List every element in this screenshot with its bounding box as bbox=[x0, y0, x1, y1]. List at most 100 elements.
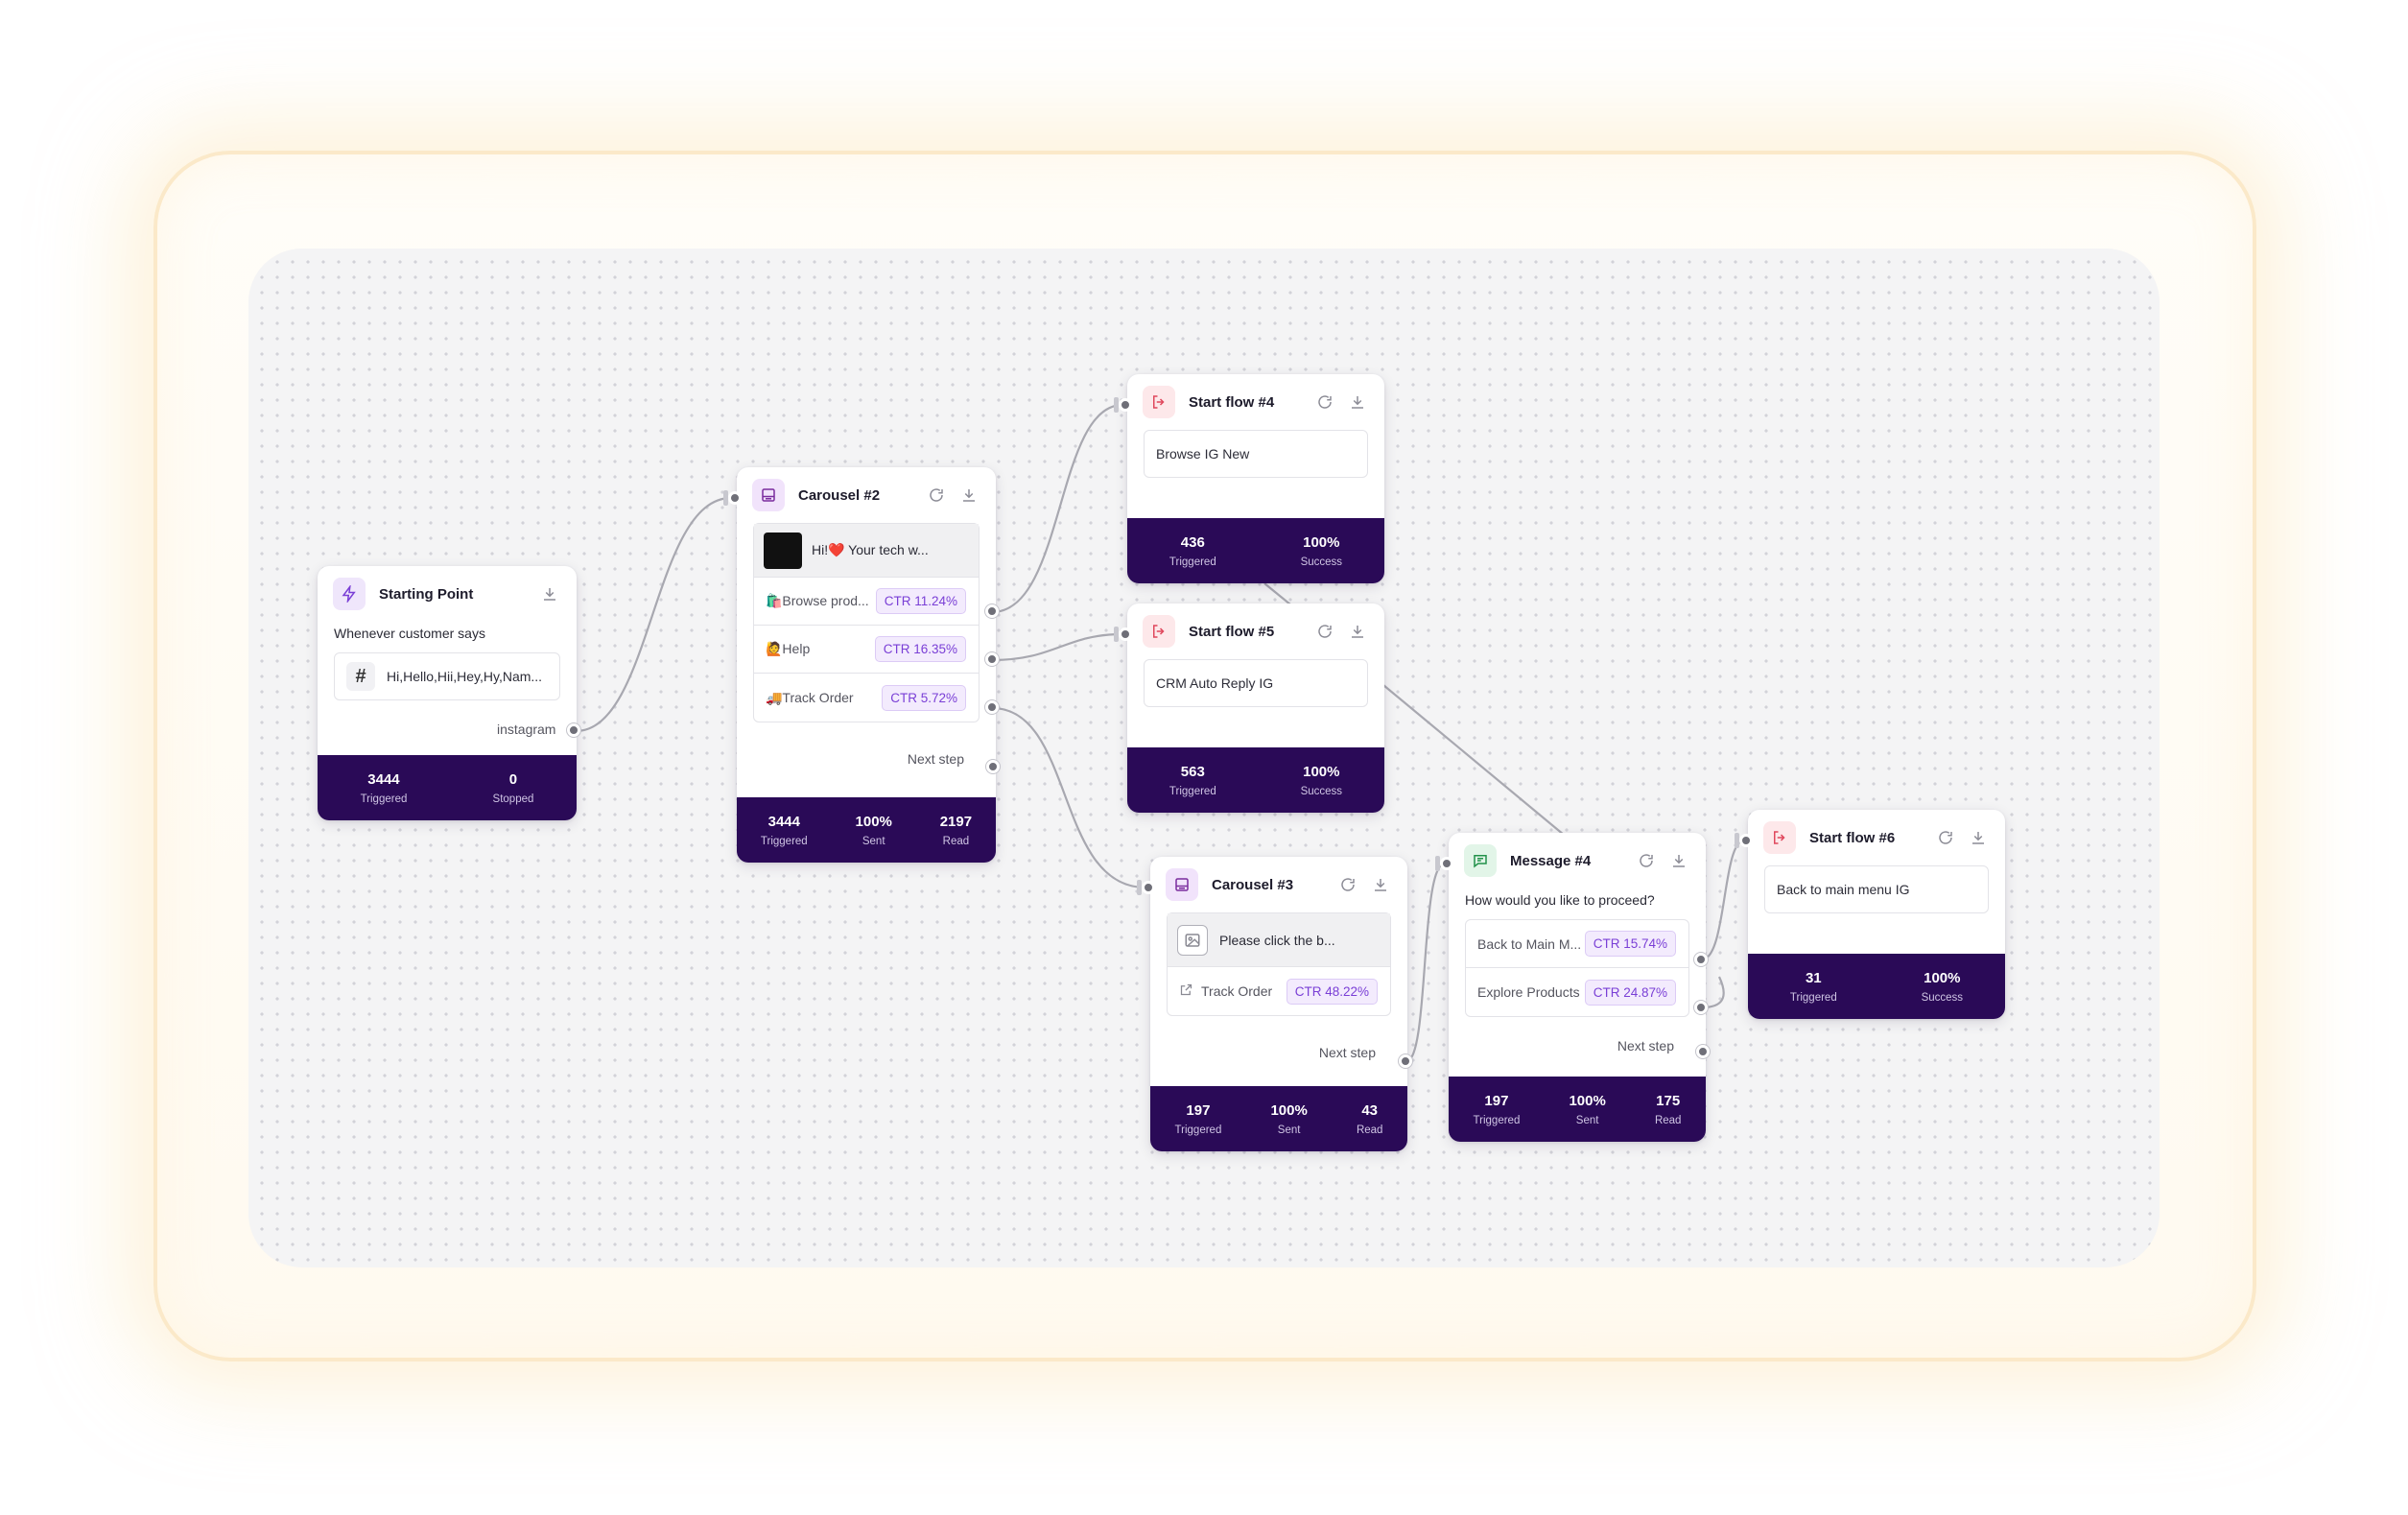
option-row[interactable]: 🛍️Browse prod... CTR 11.24% bbox=[754, 578, 979, 626]
refresh-icon[interactable] bbox=[1637, 851, 1656, 870]
refresh-icon[interactable] bbox=[1315, 622, 1334, 641]
stat-label: Triggered bbox=[1169, 556, 1216, 568]
download-icon[interactable] bbox=[540, 584, 559, 604]
stat-label: Stopped bbox=[492, 793, 534, 805]
download-icon[interactable] bbox=[1669, 851, 1688, 870]
input-port[interactable] bbox=[1735, 833, 1754, 848]
preview-text: Hi!❤️ Your tech w... bbox=[812, 542, 929, 557]
download-icon[interactable] bbox=[1969, 828, 1988, 847]
input-port[interactable] bbox=[1435, 856, 1454, 871]
refresh-icon[interactable] bbox=[1338, 875, 1357, 894]
message-4-node[interactable]: Message #4 How would you like to proceed… bbox=[1449, 833, 1706, 1142]
stat-label: Sent bbox=[1575, 1114, 1599, 1126]
stat-value: 100% bbox=[1303, 533, 1340, 551]
node-title: Start flow #5 bbox=[1189, 623, 1275, 640]
node-title: Carousel #2 bbox=[798, 486, 881, 504]
option-label: Back to Main M... bbox=[1477, 935, 1582, 952]
exit-arrow-icon bbox=[1763, 821, 1796, 854]
output-port[interactable] bbox=[1694, 953, 1708, 966]
download-icon[interactable] bbox=[1348, 392, 1367, 412]
stat-label: Success bbox=[1300, 556, 1343, 568]
option-row[interactable]: Track Order CTR 48.22% bbox=[1168, 967, 1390, 1015]
option-label: 🙋Help bbox=[766, 641, 811, 656]
carousel-preview[interactable]: Please click the b... bbox=[1168, 913, 1390, 967]
option-label: Explore Products bbox=[1477, 984, 1580, 1000]
next-step-label: Next step bbox=[1617, 1038, 1674, 1053]
next-step-label: Next step bbox=[1318, 1045, 1376, 1060]
node-title: Carousel #3 bbox=[1212, 876, 1294, 893]
next-step-port[interactable] bbox=[1696, 1045, 1710, 1058]
refresh-icon[interactable] bbox=[1936, 828, 1955, 847]
stat-value: 175 bbox=[1656, 1092, 1681, 1109]
option-row[interactable]: 🙋Help CTR 16.35% bbox=[754, 626, 979, 674]
option-row[interactable]: Back to Main M... CTR 15.74% bbox=[1466, 920, 1688, 968]
input-port[interactable] bbox=[1114, 397, 1133, 413]
stat-label: Read bbox=[1654, 1114, 1682, 1126]
next-step-port[interactable] bbox=[986, 760, 1000, 773]
refresh-icon[interactable] bbox=[927, 485, 946, 505]
input-port[interactable] bbox=[1137, 880, 1156, 895]
download-icon[interactable] bbox=[959, 485, 979, 505]
option-row[interactable]: 🚚Track Order CTR 5.72% bbox=[754, 674, 979, 722]
next-step-label: Next step bbox=[907, 751, 964, 767]
carousel-icon bbox=[752, 479, 785, 511]
output-port[interactable] bbox=[567, 723, 580, 737]
stat-value: 3444 bbox=[367, 770, 400, 788]
chat-bubble-icon bbox=[1464, 844, 1497, 877]
download-icon[interactable] bbox=[1348, 622, 1367, 641]
stat-value: 100% bbox=[1303, 763, 1340, 780]
flow-select[interactable]: CRM Auto Reply IG bbox=[1144, 659, 1368, 707]
external-link-icon bbox=[1179, 982, 1193, 1000]
refresh-icon[interactable] bbox=[1315, 392, 1334, 412]
starting-point-node[interactable]: Starting Point Whenever customer says # … bbox=[318, 566, 577, 820]
stat-value: 100% bbox=[1569, 1092, 1606, 1109]
option-row[interactable]: Explore Products CTR 24.87% bbox=[1466, 968, 1688, 1016]
stat-label: Read bbox=[1356, 1124, 1383, 1136]
node-title: Starting Point bbox=[379, 585, 474, 603]
output-port[interactable] bbox=[985, 700, 999, 714]
output-port[interactable] bbox=[985, 604, 999, 618]
ctr-badge: CTR 16.35% bbox=[874, 636, 966, 662]
output-port[interactable] bbox=[985, 652, 999, 666]
hashtag-icon: # bbox=[346, 662, 375, 691]
input-port[interactable] bbox=[1114, 627, 1133, 642]
output-port[interactable] bbox=[1694, 1001, 1708, 1014]
stat-value: 0 bbox=[508, 770, 518, 788]
stat-value: 100% bbox=[1924, 969, 1961, 986]
next-step-port[interactable] bbox=[1399, 1054, 1412, 1068]
button-options: Back to Main M... CTR 15.74% Explore Pro… bbox=[1465, 919, 1689, 1017]
option-label: 🚚Track Order bbox=[766, 689, 854, 705]
carousel-thumbnail bbox=[764, 532, 802, 569]
stat-value: 2197 bbox=[939, 813, 973, 830]
preview-text: Please click the b... bbox=[1219, 932, 1335, 948]
stat-value: 43 bbox=[1361, 1101, 1379, 1119]
keywords-field[interactable]: # Hi,Hello,Hii,Hey,Hy,Nam... bbox=[334, 652, 560, 700]
stat-label: Sent bbox=[862, 835, 885, 847]
node-title: Message #4 bbox=[1510, 852, 1592, 869]
carousel-2-node[interactable]: Carousel #2 Hi!❤️ Your tech w... 🛍️Brows… bbox=[737, 467, 996, 863]
flow-select[interactable]: Browse IG New bbox=[1144, 430, 1368, 478]
stat-label: Triggered bbox=[760, 835, 808, 847]
carousel-preview[interactable]: Hi!❤️ Your tech w... bbox=[754, 524, 979, 578]
ctr-badge: CTR 24.87% bbox=[1584, 979, 1676, 1006]
download-icon[interactable] bbox=[1371, 875, 1390, 894]
ctr-badge: CTR 15.74% bbox=[1584, 931, 1676, 957]
node-title: Start flow #4 bbox=[1189, 393, 1275, 411]
input-port[interactable] bbox=[723, 490, 743, 506]
stat-value: 3444 bbox=[767, 813, 800, 830]
carousel-icon bbox=[1166, 868, 1198, 901]
exit-arrow-icon bbox=[1143, 615, 1175, 648]
stat-label: Triggered bbox=[1473, 1114, 1521, 1126]
flow-select[interactable]: Back to main menu IG bbox=[1764, 865, 1989, 913]
node-title: Start flow #6 bbox=[1809, 829, 1896, 846]
trigger-label: Whenever customer says bbox=[334, 626, 485, 641]
stat-label: Triggered bbox=[360, 793, 408, 805]
stat-label: Sent bbox=[1277, 1124, 1301, 1136]
carousel-3-node[interactable]: Carousel #3 Please click the b... Track … bbox=[1150, 857, 1407, 1151]
